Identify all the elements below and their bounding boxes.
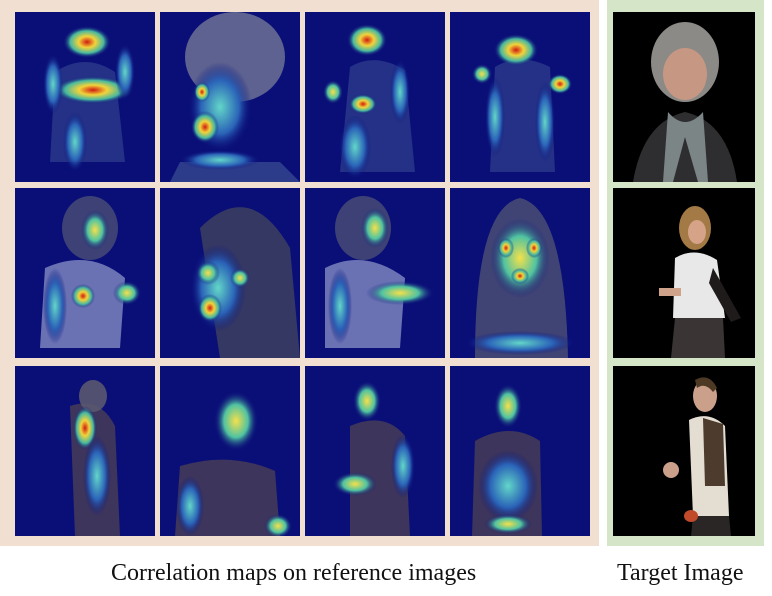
target-image-row1 [613,12,755,182]
correlation-map-row2-col3 [305,188,445,358]
target-caption: Target Image [617,560,744,586]
correlation-map-row2-col1 [15,188,155,358]
correlation-map-row3-col1 [15,366,155,536]
correlation-map-row3-col2 [160,366,300,536]
correlation-map-row1-col4 [450,12,590,182]
correlation-map-row3-col3 [305,366,445,536]
target-image-row2 [613,188,755,358]
correlation-map-row1-col2 [160,12,300,182]
target-image-row3 [613,366,755,536]
correlation-map-row3-col4 [450,366,590,536]
correlation-map-row1-col3 [305,12,445,182]
target-images-panel [607,0,764,546]
reference-caption: Correlation maps on reference images [111,560,477,586]
correlation-map-row1-col1 [15,12,155,182]
correlation-map-row2-col4 [450,188,590,358]
correlation-map-row2-col2 [160,188,300,358]
reference-images-panel [0,0,599,546]
